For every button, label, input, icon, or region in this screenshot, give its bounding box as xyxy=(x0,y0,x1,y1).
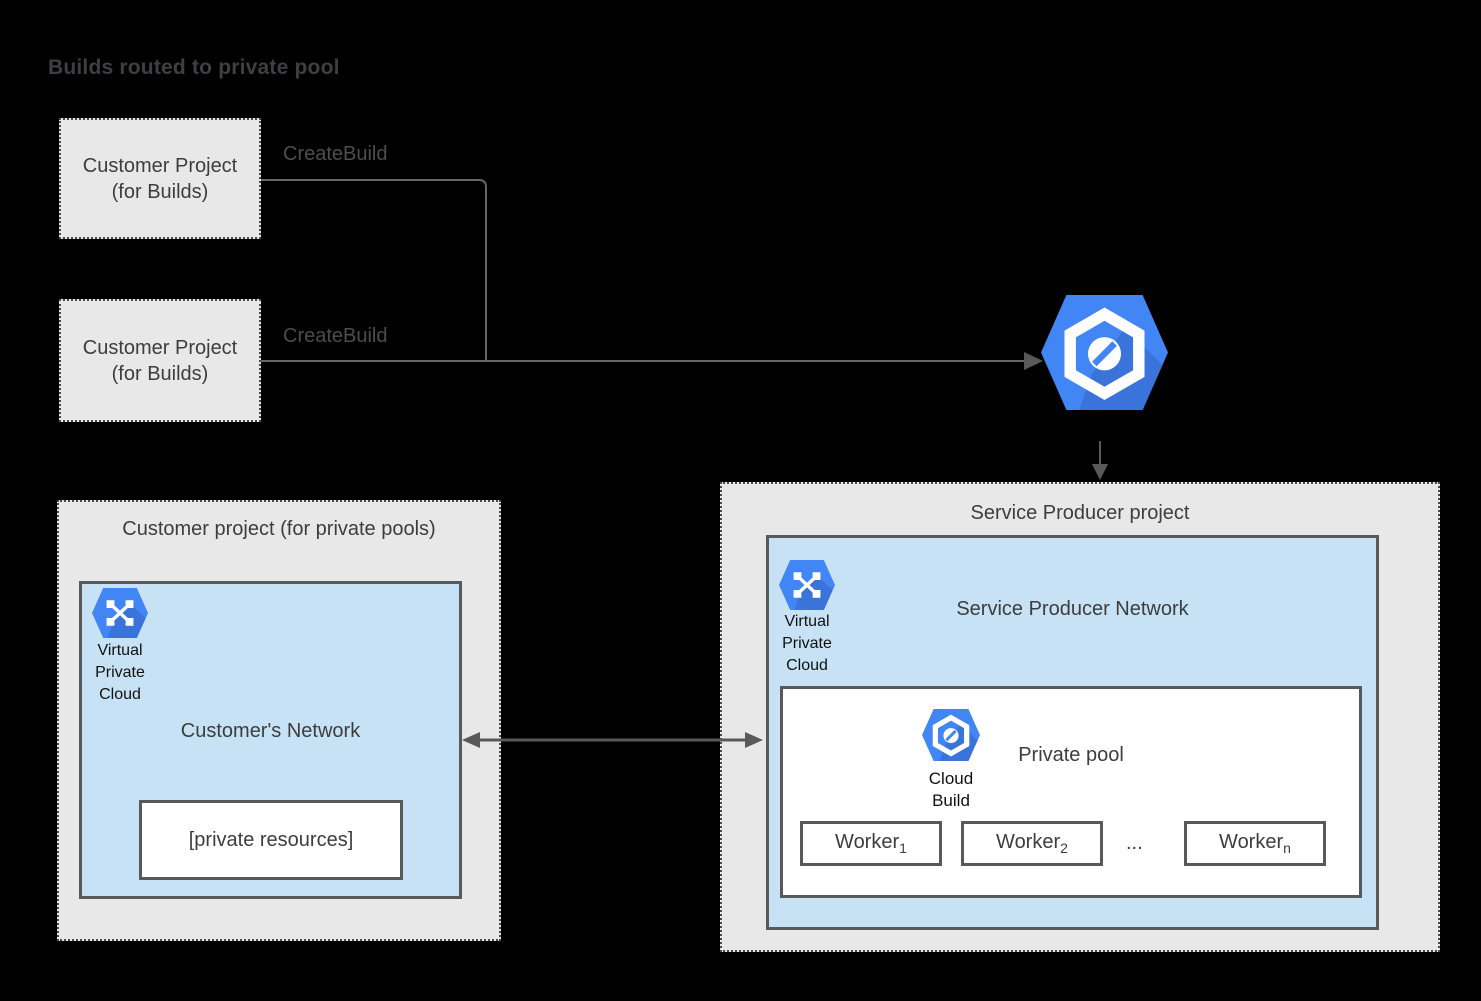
vpc-icon-label-right: Virtual Private Cloud xyxy=(757,611,857,677)
vpc-icon-label-left: Virtual Private Cloud xyxy=(70,640,170,706)
customer-build-project-2-line1: Customer Project xyxy=(82,336,238,359)
vpc-label-line2: Private xyxy=(782,635,832,652)
arrowhead-down xyxy=(1092,464,1108,480)
worker-label: Worker2 xyxy=(996,831,1068,856)
customer-pool-project-title: Customer project (for private pools) xyxy=(122,518,436,540)
customer-build-project-box-1: Customer Project (for Builds) xyxy=(59,118,261,239)
worker-subscript: 1 xyxy=(899,840,907,856)
private-pool-box xyxy=(780,686,1362,898)
service-producer-project-title: Service Producer project xyxy=(970,502,1190,524)
worker-base: Worker xyxy=(835,831,900,853)
workers-ellipsis: ... xyxy=(1126,832,1143,854)
service-producer-network-title: Service Producer Network xyxy=(956,598,1189,620)
customer-build-project-2-line2: (for Builds) xyxy=(111,362,209,385)
worker-box-n: Workern xyxy=(1184,821,1326,866)
private-resources-label: [private resources] xyxy=(188,828,354,851)
vpc-label-line2: Private xyxy=(95,664,145,681)
vpc-icon xyxy=(92,588,148,638)
cloud-build-icon-label: Cloud Build xyxy=(901,768,1001,812)
private-resources-box: [private resources] xyxy=(139,800,403,880)
cloud-build-label-line1: Cloud xyxy=(928,769,974,788)
worker-box-1: Worker1 xyxy=(800,821,942,866)
cloud-build-label-line2: Build xyxy=(932,791,970,810)
diagram-title: Builds routed to private pool xyxy=(48,56,340,79)
cloud-build-icon xyxy=(1041,295,1168,410)
vpc-label-line1: Virtual xyxy=(97,642,143,659)
vpc-label-line3: Cloud xyxy=(99,686,141,703)
worker-box-2: Worker2 xyxy=(961,821,1103,866)
createbuild-label-1: CreateBuild xyxy=(283,143,388,165)
customer-build-project-1-line1: Customer Project xyxy=(82,154,238,177)
vpc-label-line3: Cloud xyxy=(786,657,828,674)
worker-subscript: n xyxy=(1283,840,1291,856)
createbuild-label-2: CreateBuild xyxy=(283,325,388,347)
private-pool-title: Private pool xyxy=(1018,744,1124,766)
worker-label: Worker1 xyxy=(835,831,907,856)
worker-base: Worker xyxy=(996,831,1061,853)
vpc-label-line1: Virtual xyxy=(784,613,830,630)
customer-build-project-1-line2: (for Builds) xyxy=(111,180,209,203)
customer-build-project-box-2: Customer Project (for Builds) xyxy=(59,299,261,422)
worker-subscript: 2 xyxy=(1060,840,1068,856)
worker-label: Workern xyxy=(1219,831,1291,856)
customer-network-title: Customer's Network xyxy=(180,720,361,742)
worker-base: Worker xyxy=(1219,831,1284,853)
